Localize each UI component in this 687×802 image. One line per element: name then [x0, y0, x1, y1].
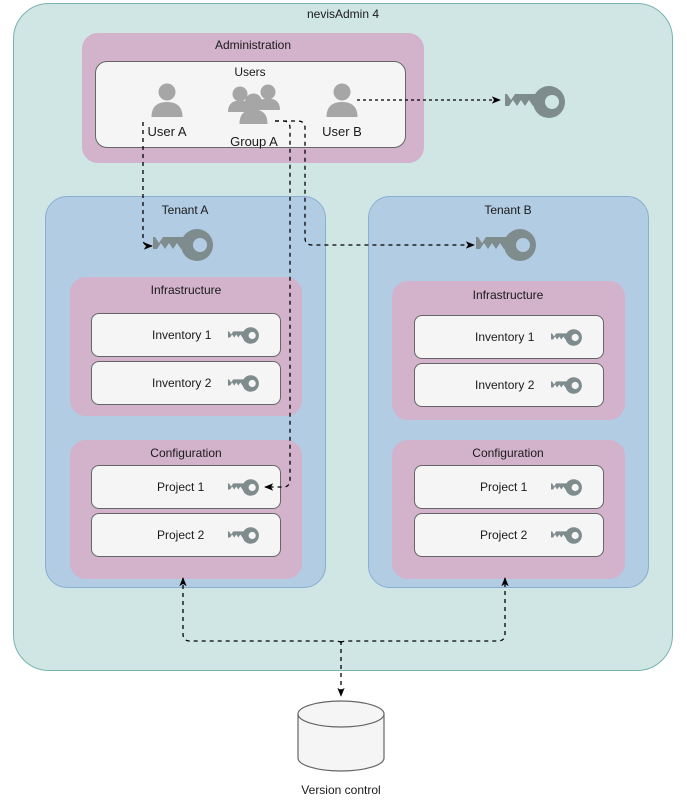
tenant-a-configuration-container: [70, 440, 302, 579]
key-icon: [551, 377, 582, 394]
key-icon: [228, 479, 259, 496]
person-icon: [326, 83, 358, 117]
tenant-b-title: Tenant B: [484, 203, 532, 217]
nevisadmin-title: nevisAdmin 4: [306, 7, 380, 21]
key-icon: [228, 375, 259, 392]
version-control-label: Version control: [301, 783, 381, 797]
tenant-b-project-1-label: Project 1: [480, 480, 528, 494]
key-icon: [551, 329, 582, 346]
user-b-label: User B: [322, 124, 362, 139]
key-icon: [228, 527, 259, 544]
person-icon: [151, 83, 183, 117]
users-panel-title: Users: [234, 65, 266, 79]
tenant-a-inventory-2-label: Inventory 2: [152, 376, 212, 390]
user-a-label: User A: [147, 124, 187, 139]
tenant-a-inventory-1-label: Inventory 1: [152, 328, 212, 342]
key-icon: [551, 479, 582, 496]
key-icon: [476, 229, 536, 261]
database-cylinder-icon: [297, 700, 385, 772]
group-a-label: Group A: [230, 134, 278, 149]
tenant-b-project-2-label: Project 2: [480, 528, 528, 542]
key-icon: [228, 327, 259, 344]
tenant-a-project-2-label: Project 2: [157, 528, 205, 542]
tenant-b-infrastructure-title: Infrastructure: [472, 288, 544, 302]
tenant-a-configuration-title: Configuration: [150, 446, 222, 460]
tenant-b-inventory-2-label: Inventory 2: [475, 378, 535, 392]
group-of-people-icon: [228, 84, 280, 124]
tenant-a-project-1-label: Project 1: [157, 480, 205, 494]
tenant-b-inventory-1-label: Inventory 1: [475, 330, 535, 344]
tenant-a-infrastructure-title: Infrastructure: [150, 283, 222, 297]
key-icon: [551, 527, 582, 544]
tenant-b-configuration-title: Configuration: [472, 446, 544, 460]
key-icon: [505, 86, 565, 118]
key-icon: [153, 229, 213, 261]
administration-title: Administration: [214, 38, 292, 52]
tenant-a-title: Tenant A: [161, 203, 209, 217]
tenant-b-configuration-container: [392, 440, 625, 579]
